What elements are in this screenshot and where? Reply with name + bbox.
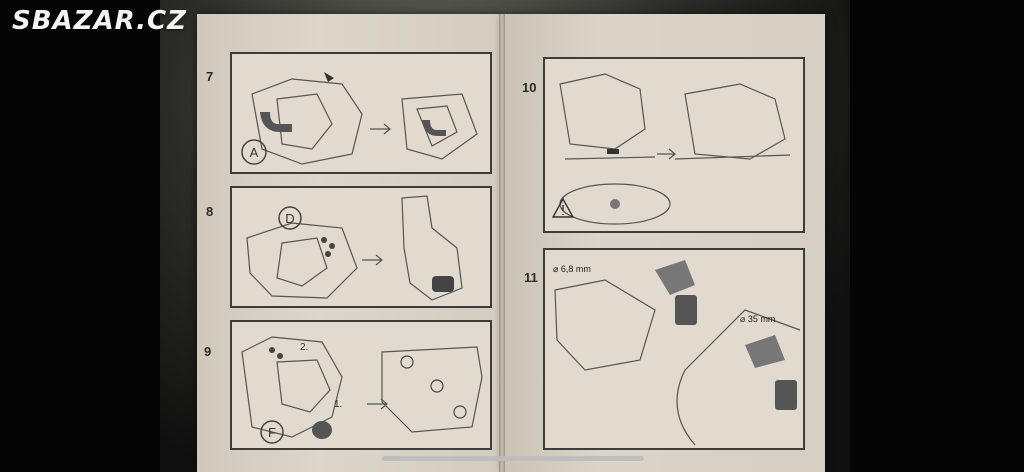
step-number-7: 7 <box>206 69 214 84</box>
step-8-label-d: D <box>285 211 294 226</box>
drill-size-small: ⌀ 6,8 mm <box>553 264 591 274</box>
step-7-illustration: A <box>230 52 492 174</box>
step-9-drawing: 2. 1. F <box>241 336 483 444</box>
manual-spine <box>499 14 505 472</box>
step-7-label-a: A <box>250 145 259 160</box>
step-8-illustration: D <box>230 186 492 308</box>
step-number-8: 8 <box>206 204 214 219</box>
step-9-label-1: 1. <box>334 399 342 410</box>
step-11-illustration: ⌀ 6,8 mm ⌀ 35 mm <box>543 248 805 450</box>
step-11-drawing: ⌀ 6,8 mm ⌀ 35 mm <box>553 260 801 446</box>
step-8-drawing: D <box>246 195 463 301</box>
step-number-9: 9 <box>204 344 212 359</box>
step-number-11: 11 <box>524 270 538 285</box>
step-9-illustration: 2. 1. F <box>230 320 492 450</box>
home-indicator[interactable] <box>382 456 644 461</box>
sbazar-watermark: SBAZAR.CZ <box>12 6 187 36</box>
step-9-label-2: 2. <box>300 342 308 353</box>
drill-size-large: ⌀ 35 mm <box>740 314 775 324</box>
step-10-illustration <box>543 57 805 233</box>
step-10-drawing <box>551 73 791 225</box>
step-7-drawing: A <box>241 72 478 165</box>
step-number-10: 10 <box>522 80 537 95</box>
step-9-label-f: F <box>268 425 276 440</box>
